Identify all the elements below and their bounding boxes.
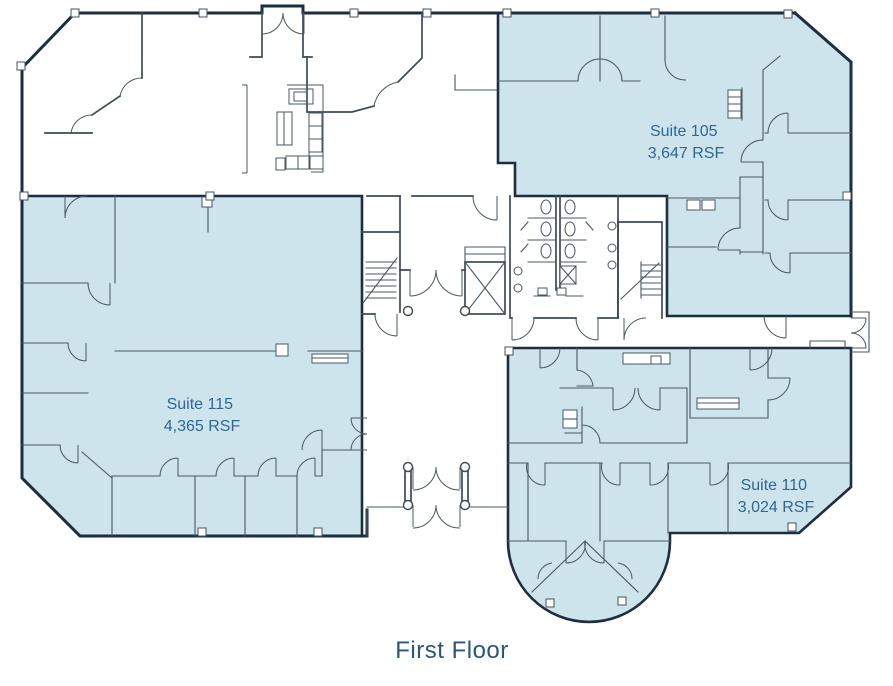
suite-105-interior [497,15,852,274]
toilet [564,199,576,215]
suite-105-region [496,11,853,318]
urinal [607,221,617,231]
corridor-suite105-door [763,315,787,339]
toilet [540,221,552,237]
core-area [361,195,870,371]
cabinet [686,199,701,211]
urinal [607,243,617,253]
restrooms [509,195,619,341]
lobby-area [44,12,498,174]
restroom-door-left [511,317,535,341]
stairwell-west [361,195,401,337]
column [459,461,471,473]
suite-110-interior [507,340,852,593]
sofa [308,112,323,153]
suite-115-interior [21,195,363,537]
sink [513,266,523,276]
sink [513,283,523,293]
page-title: First Floor [395,637,509,664]
lobby-seating [242,84,324,174]
lobby-core-door [472,195,498,221]
entry-door-right [282,12,305,35]
suite-regions [20,11,853,624]
urinal [607,260,617,270]
column [402,461,414,473]
suite-105-label: Suite 105 3,647 RSF [648,123,725,162]
main-entry-vestibule [350,305,509,537]
suite-115-region [20,194,364,538]
suite-110-region [506,346,853,624]
elevator-shaft [464,246,506,315]
labels: Suite 105 3,647 RSF Suite 115 4,365 RSF … [164,123,815,664]
toilet [564,243,576,259]
suite-110-label: Suite 110 3,024 RSF [738,477,815,516]
column [402,499,414,511]
east-exit [850,311,870,353]
cabinet [701,199,716,211]
core-double-door-right [435,269,463,297]
entry-door-left [261,12,284,35]
wall-ticks [16,8,852,608]
restroom-door-right [575,317,599,341]
column [459,305,471,317]
suite-115-label: Suite 115 4,365 RSF [164,396,241,435]
toilet [540,199,552,215]
column [459,499,471,511]
shelving [622,352,671,365]
column [402,305,414,317]
core-double-door-left [409,269,437,297]
stairwell-east [617,221,663,341]
toilet [540,243,552,259]
toilet [564,221,576,237]
corridor-suite110-door [749,347,773,371]
reception-desk [288,88,314,105]
